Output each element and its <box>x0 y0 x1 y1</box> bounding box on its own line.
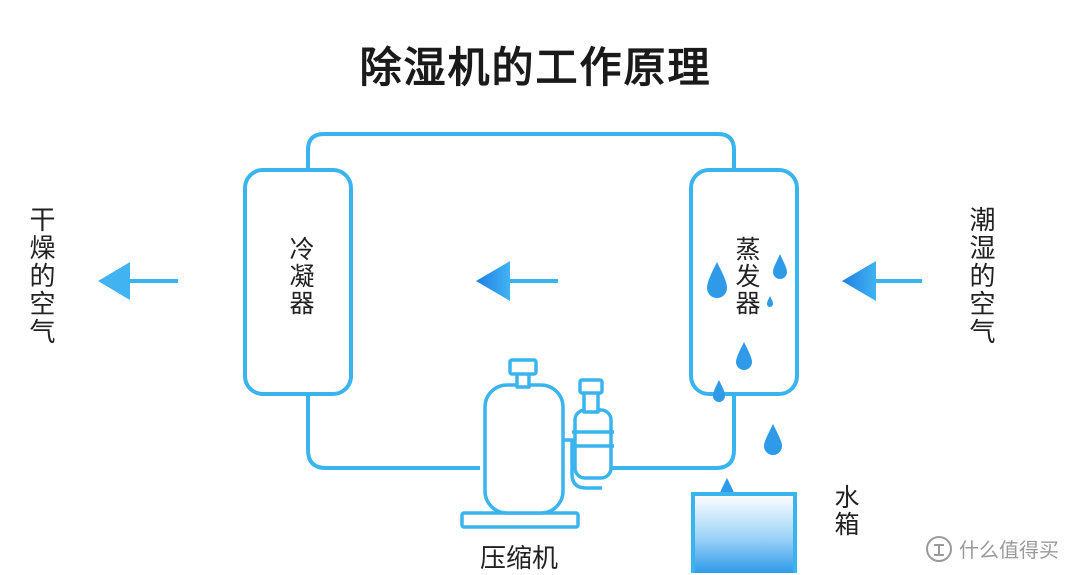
accumulator <box>573 408 613 480</box>
arrow-left-outer <box>98 262 178 300</box>
loop-right-pipe <box>612 394 736 470</box>
arrow-right-outer <box>842 261 922 301</box>
compressor-cap <box>508 358 538 376</box>
refrigerant-loop <box>306 132 736 470</box>
dry-air-label: 干燥的空气 <box>25 206 55 346</box>
accumulator-neck <box>582 390 600 414</box>
compressor-pipe <box>563 438 602 490</box>
loop-top-pipe <box>306 132 736 170</box>
tank-outline <box>691 492 797 573</box>
diagram-title: 除湿机的工作原理 <box>359 43 712 92</box>
watermark: 什么值得买 <box>925 534 1059 563</box>
accumulator-cap <box>578 378 604 395</box>
compressor-icon <box>460 358 614 529</box>
watermark-text: 什么值得买 <box>959 538 1059 562</box>
compressor-body <box>483 383 565 515</box>
condenser-label: 冷凝器 <box>286 236 315 317</box>
water-tank-label: 水箱 <box>831 484 860 538</box>
humid-air-label: 潮湿的空气 <box>965 206 995 346</box>
compressor-base <box>460 511 580 529</box>
water-tank <box>691 492 797 573</box>
zhi-icon <box>926 535 952 562</box>
compressor-label: 压缩机 <box>480 544 559 574</box>
droplet <box>773 254 787 279</box>
evaporator-label: 蒸发器 <box>732 236 761 317</box>
droplet <box>767 296 773 307</box>
droplet <box>713 380 725 402</box>
droplet <box>707 262 727 298</box>
arrow-middle <box>476 261 558 301</box>
droplet <box>736 342 752 370</box>
condenser-box <box>243 168 353 396</box>
evaporator-box <box>689 168 799 396</box>
loop-left-pipe <box>306 394 480 470</box>
droplet <box>764 424 782 455</box>
water-fill <box>693 494 795 573</box>
